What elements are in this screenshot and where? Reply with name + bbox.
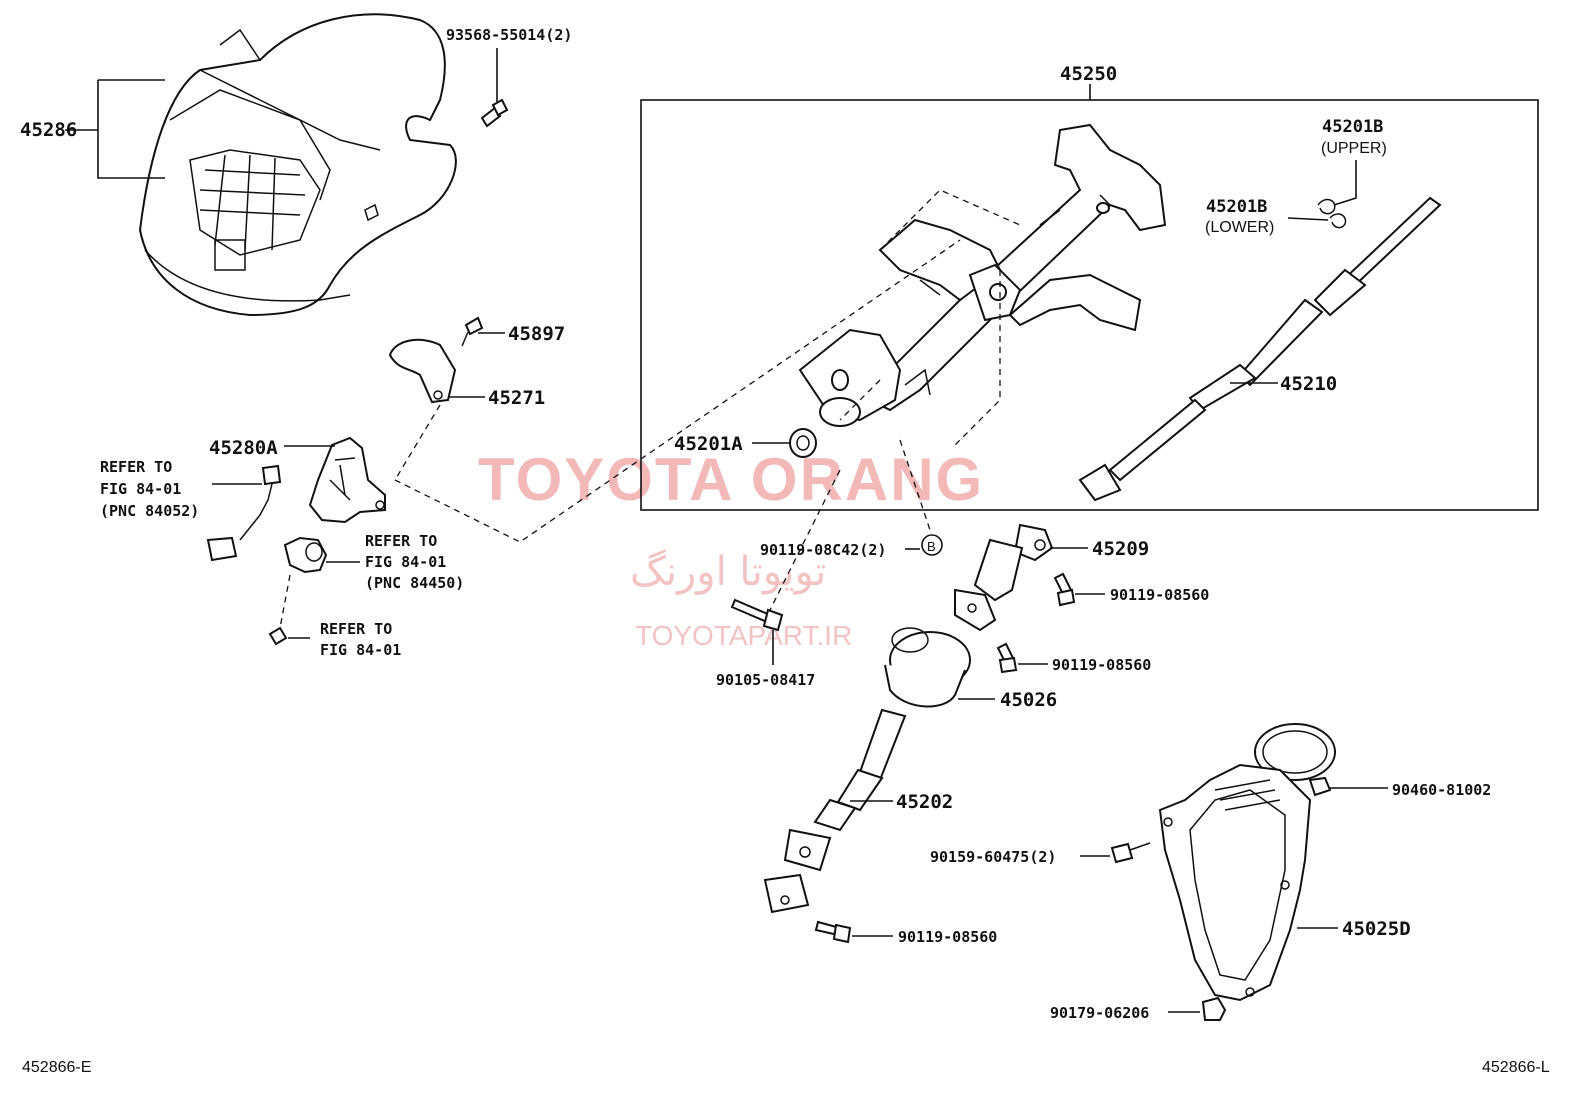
column-tube-assembly — [798, 123, 1167, 427]
clamp-45271 — [388, 338, 457, 404]
ref-screw-line2: FIG 84-01 — [320, 641, 401, 659]
clip-45201b-lower — [1329, 213, 1347, 229]
clip-45201b-upper — [1317, 198, 1336, 215]
leader-45286 — [65, 79, 165, 179]
ref-screw-line1: REFER TO — [320, 620, 392, 638]
label-90105-08417: 90105-08417 — [716, 671, 815, 689]
nut-90179-06206 — [1201, 996, 1227, 1021]
label-90159-60475: 90159-60475(2) — [930, 848, 1056, 866]
bolt-90105-08417 — [730, 598, 784, 632]
figure-code-left: 452866-E — [22, 1059, 91, 1076]
steering-column-cover-45286 — [138, 13, 457, 317]
ref-84450-line3: (PNC 84450) — [365, 574, 464, 592]
boot-45026 — [884, 627, 971, 708]
dashed-line-clamp-housing — [394, 404, 441, 481]
collar-45201a — [789, 428, 817, 458]
label-45286: 45286 — [20, 119, 77, 141]
watermark-brand-persian: تویوتا اورنگ — [630, 549, 826, 595]
dashed-outline-column — [839, 189, 1021, 446]
label-45897: 45897 — [508, 323, 565, 345]
dashed-line-to-b — [899, 439, 931, 531]
dashed-line-housing-column — [394, 239, 961, 543]
dashed-line-to-bolt — [769, 469, 841, 611]
label-45025d: 45025D — [1342, 918, 1411, 940]
label-45201b-upper: 45201B — [1322, 117, 1383, 137]
label-93568-55014: 93568-55014(2) — [446, 26, 572, 44]
leader-45201b-upper — [1333, 160, 1357, 206]
bolt-90159-60475 — [1110, 842, 1151, 864]
bolt-90119-08560-a — [1053, 572, 1076, 607]
bolt-90119-08560-b — [996, 642, 1018, 674]
leader-45201b-lower — [1287, 217, 1329, 221]
bolt-90119-08560-c — [814, 920, 852, 944]
label-90119-08560-b: 90119-08560 — [1052, 656, 1151, 674]
ref-84450-line1: REFER TO — [365, 532, 437, 550]
label-45209: 45209 — [1092, 538, 1149, 560]
circle-b-marker — [921, 534, 943, 556]
ref-84052-line3: (PNC 84052) — [100, 502, 199, 520]
label-45202: 45202 — [896, 791, 953, 813]
connector-wire-84052 — [206, 464, 282, 562]
ref-84052-line2: FIG 84-01 — [100, 480, 181, 498]
screw-93568 — [480, 98, 509, 128]
label-45201b-lower: 45201B — [1206, 197, 1267, 217]
figure-code-right: 452866-L — [1482, 1059, 1550, 1076]
label-90119-08560-a: 90119-08560 — [1110, 586, 1209, 604]
label-90460-81002: 90460-81002 — [1392, 781, 1491, 799]
screw-refer — [268, 626, 288, 646]
ref-84052-line1: REFER TO — [100, 458, 172, 476]
dashed-screw-line — [279, 574, 291, 629]
label-90179-06206: 90179-06206 — [1050, 1004, 1149, 1022]
label-90119-08560-c: 90119-08560 — [898, 928, 997, 946]
main-shaft-45210 — [1078, 196, 1442, 502]
label-45026: 45026 — [1000, 689, 1057, 711]
universal-joint-45209 — [954, 523, 1054, 632]
ref-84450-line2: FIG 84-01 — [365, 553, 446, 571]
label-45250: 45250 — [1060, 63, 1117, 85]
label-45210: 45210 — [1280, 373, 1337, 395]
label-45201a: 45201A — [674, 433, 743, 455]
circle-b-letter: B — [927, 539, 936, 554]
lock-housing-45280a — [308, 436, 386, 524]
intermediate-shaft-45202 — [763, 708, 907, 914]
screw-45897 — [461, 316, 484, 347]
watermark-site: TOYOTAPART.IR — [635, 620, 852, 651]
watermark-brand: TOYOTA ORANG — [478, 446, 984, 513]
label-lower: (LOWER) — [1205, 219, 1274, 236]
label-upper: (UPPER) — [1321, 140, 1387, 157]
dust-cover-45025d — [1158, 763, 1312, 1002]
label-45280a: 45280A — [209, 437, 278, 459]
switch-84450 — [283, 536, 328, 574]
clamp-90460-81002 — [1254, 723, 1336, 797]
label-45271: 45271 — [488, 387, 545, 409]
label-90119-08c42: 90119-08C42(2) — [760, 541, 886, 559]
